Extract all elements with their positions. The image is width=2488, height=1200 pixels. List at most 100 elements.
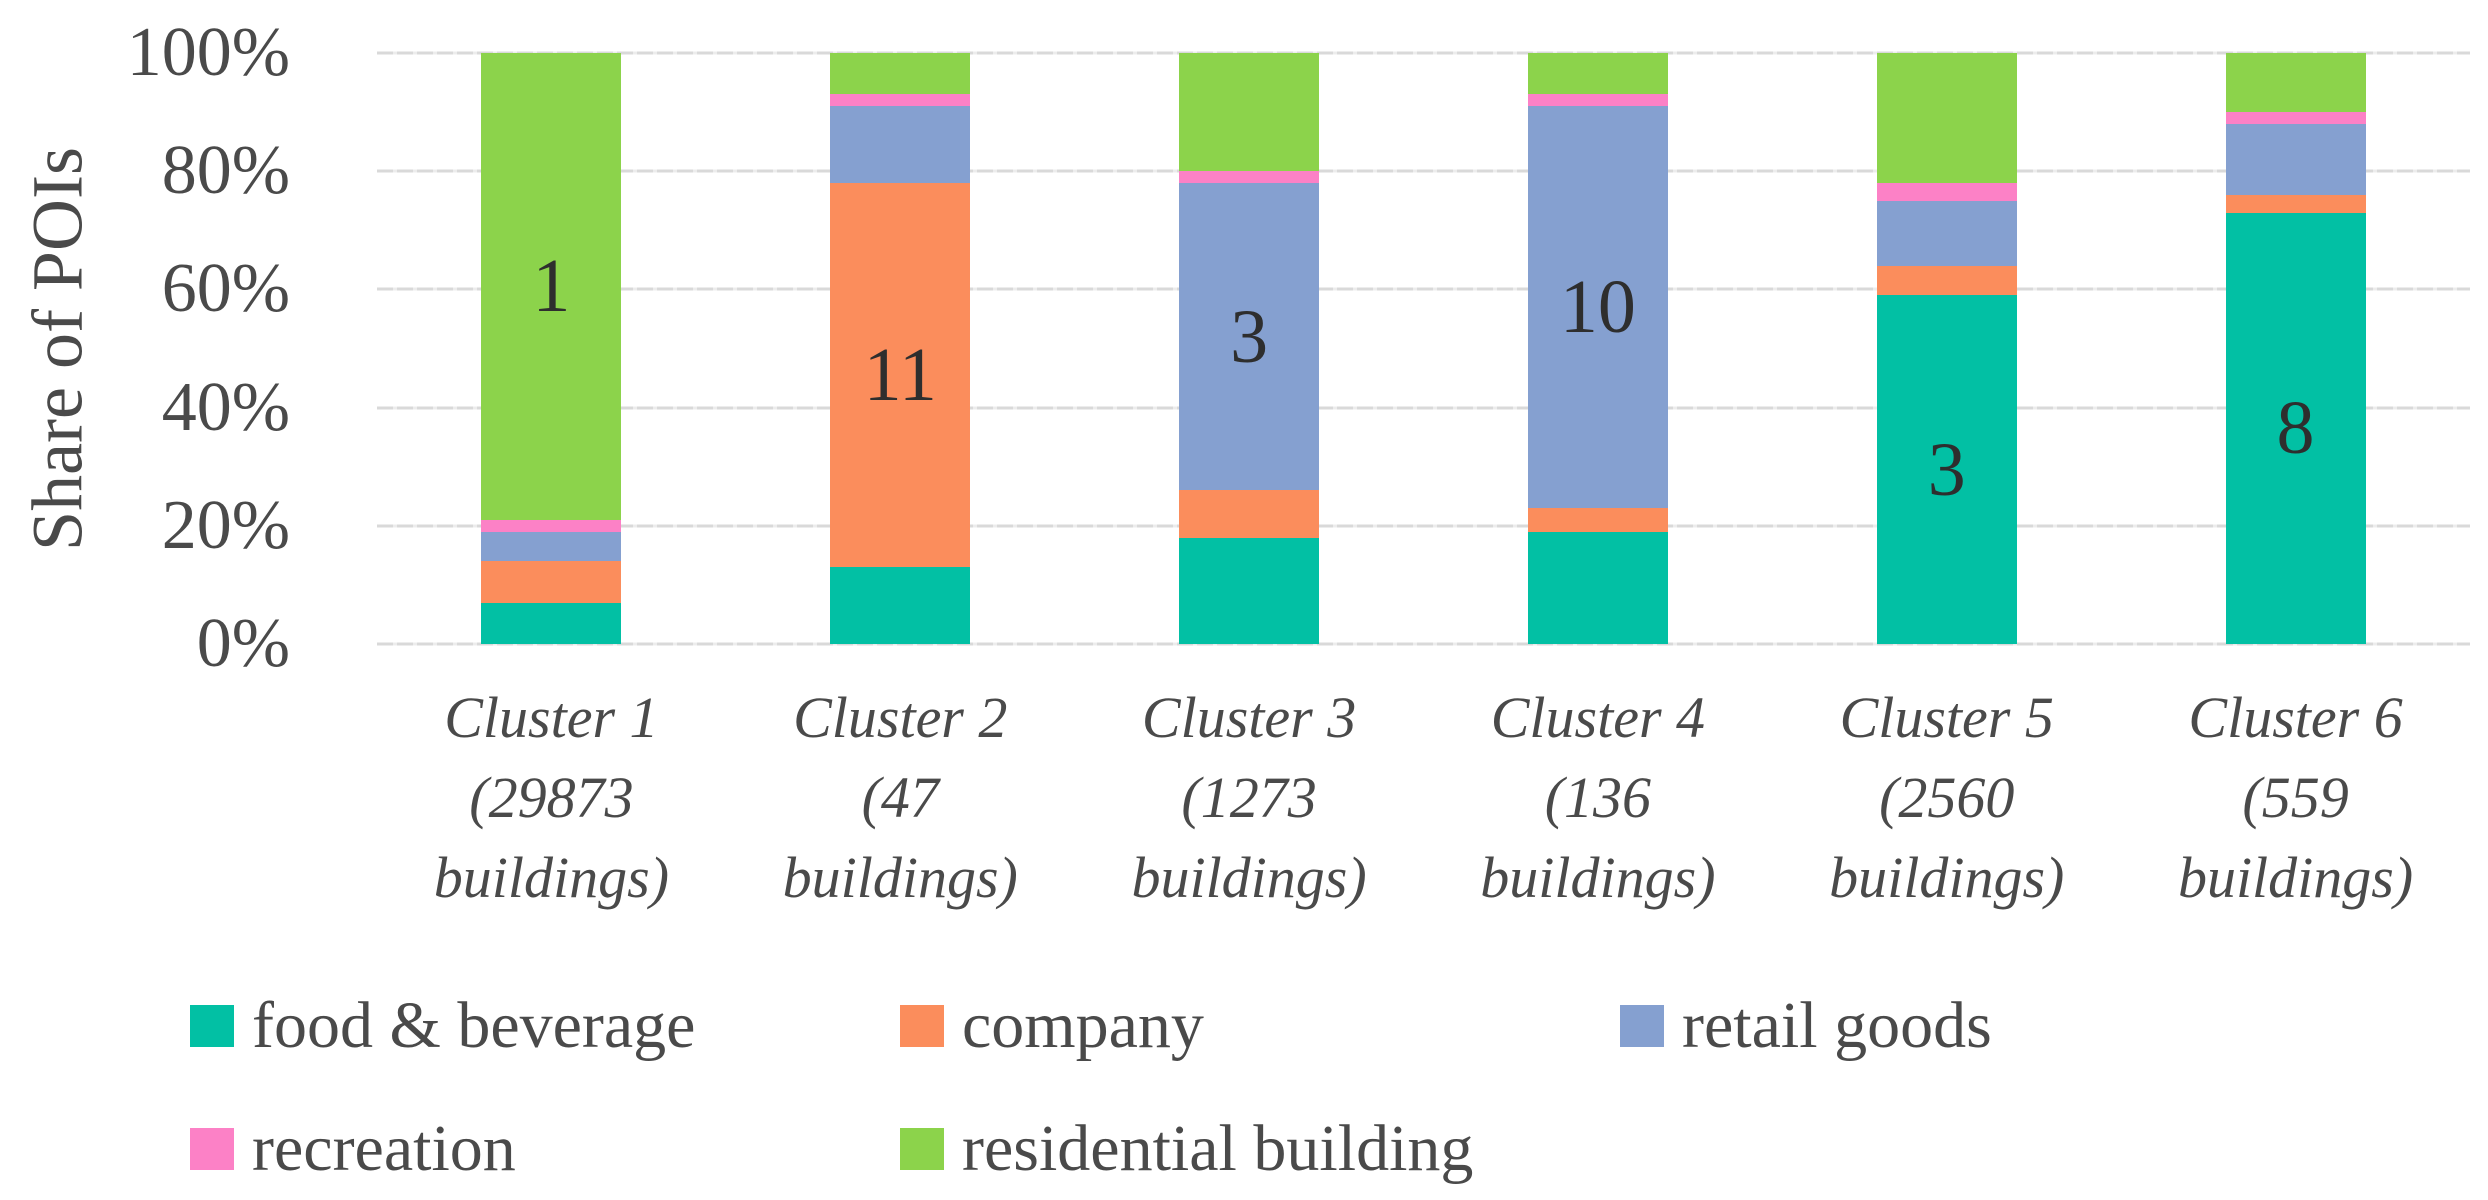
bar-segment [1876,200,2017,266]
bar-segment [830,53,971,95]
bar-segment [1179,537,1320,644]
legend-item-recreation: recreation [190,1108,516,1190]
legend-label: food & beverage [252,989,696,1062]
bar-segment [2225,53,2366,113]
x-label-line: buildings) [1480,845,1716,910]
x-label-line: buildings) [782,845,1018,910]
x-label-line: buildings) [1829,845,2065,910]
bar-segment [830,567,971,644]
x-label-line: Cluster 4 [1490,685,1706,750]
bar-cluster-3: 3 [1179,53,1320,644]
x-label-line: Cluster 6 [2188,685,2403,750]
bar-value-label: 11 [863,333,937,418]
bar-slot-cluster-6: 8 [2121,53,2470,644]
legend-label: recreation [252,1112,516,1185]
x-label-cluster-5: Cluster 5 (2560 buildings) [1772,678,2121,918]
bar-segment: 3 [1876,295,2017,644]
legend-label: residential building [962,1112,1474,1185]
legend-swatch-icon [190,1005,234,1047]
y-axis-ticks: 100%80%60%40%20%0% [0,14,290,682]
gridlines [377,51,2470,646]
bar-segment [1527,53,1668,95]
bar-segment [481,602,622,644]
y-tick-label: 0% [196,605,290,682]
legend-label: retail goods [1682,989,1992,1062]
legend-swatch-icon [190,1128,234,1170]
x-label-line: (47 [861,765,939,830]
x-label-line: (1273 [1181,765,1317,830]
bar-segment [481,531,622,562]
x-label-cluster-1: Cluster 1 (29873 buildings) [377,678,726,918]
gridline [377,51,2470,55]
bar-slot-cluster-4: 10 [1423,53,1772,644]
bar-cluster-5: 3 [1876,53,2017,644]
bar-cluster-1: 1 [481,53,622,644]
legend-item-retail-goods: retail goods [1620,985,1992,1067]
bar-value-label: 8 [2276,386,2315,471]
bar-cluster-4: 10 [1527,53,1668,644]
bar-cluster-2: 11 [830,53,971,644]
gridline [377,524,2470,528]
x-label-line: buildings) [2177,845,2414,910]
bar-segment [2225,123,2366,195]
bar-value-label: 3 [1230,294,1269,379]
bar-segment [830,94,971,107]
bar-slot-cluster-5: 3 [1772,53,2121,644]
bar-segment: 11 [830,183,971,568]
x-label-line: (136 [1544,765,1652,830]
bar-slot-cluster-1: 1 [377,53,726,644]
x-label-line: (559 [2242,765,2349,830]
bar-segment: 10 [1527,106,1668,509]
bar-segment: 1 [481,53,622,520]
legend-item-company: company [900,985,1204,1067]
bar-segment: 3 [1179,183,1320,491]
x-label-line: buildings) [1131,845,1367,910]
legend-item-food-beverage: food & beverage [190,985,695,1067]
bar-segment [1179,53,1320,172]
bar-segment [481,519,622,532]
y-tick-label: 100% [126,14,290,91]
x-label-line: Cluster 3 [1141,685,1357,750]
bar-slot-cluster-3: 3 [1075,53,1424,644]
y-tick-label: 20% [161,486,290,564]
bar-cluster-6: 8 [2225,53,2366,644]
legend-swatch-icon [900,1005,944,1047]
bar-segment [1179,490,1320,538]
gridline [377,287,2470,291]
y-tick-label: 40% [161,368,290,446]
x-label-line: (2560 [1879,765,2015,830]
bar-segment [1527,508,1668,532]
y-tick-label: 80% [161,132,290,210]
x-label-line: (29873 [469,765,634,830]
bar-value-label: 10 [1559,265,1636,350]
x-label-cluster-4: Cluster 4 (136 buildings) [1423,678,1772,918]
gridline [377,642,2470,646]
x-label-line: Cluster 1 [444,685,659,750]
x-label-cluster-6: Cluster 6 (559 buildings) [2121,678,2470,918]
bar-segment [1876,183,2017,201]
x-label-cluster-3: Cluster 3 (1273 buildings) [1075,678,1424,918]
legend-item-residential-building: residential building [900,1108,1473,1190]
legend-swatch-icon [1620,1005,1664,1047]
bar-segment [481,561,622,603]
bar-segment [830,106,971,183]
bar-segment [1179,171,1320,183]
bar-segment [1527,531,1668,644]
gridline [377,406,2470,410]
bar-slot-cluster-2: 11 [726,53,1075,644]
legend-label: company [962,989,1204,1062]
gridline [377,169,2470,173]
x-label-line: Cluster 5 [1839,685,2054,750]
x-label-line: buildings) [433,845,670,910]
bar-segment: 8 [2225,212,2366,644]
bar-value-label: 3 [1927,427,1966,512]
bar-segment [1527,94,1668,107]
bar-segment [1876,53,2017,184]
legend-swatch-icon [900,1128,944,1170]
bar-segment [2225,112,2366,124]
